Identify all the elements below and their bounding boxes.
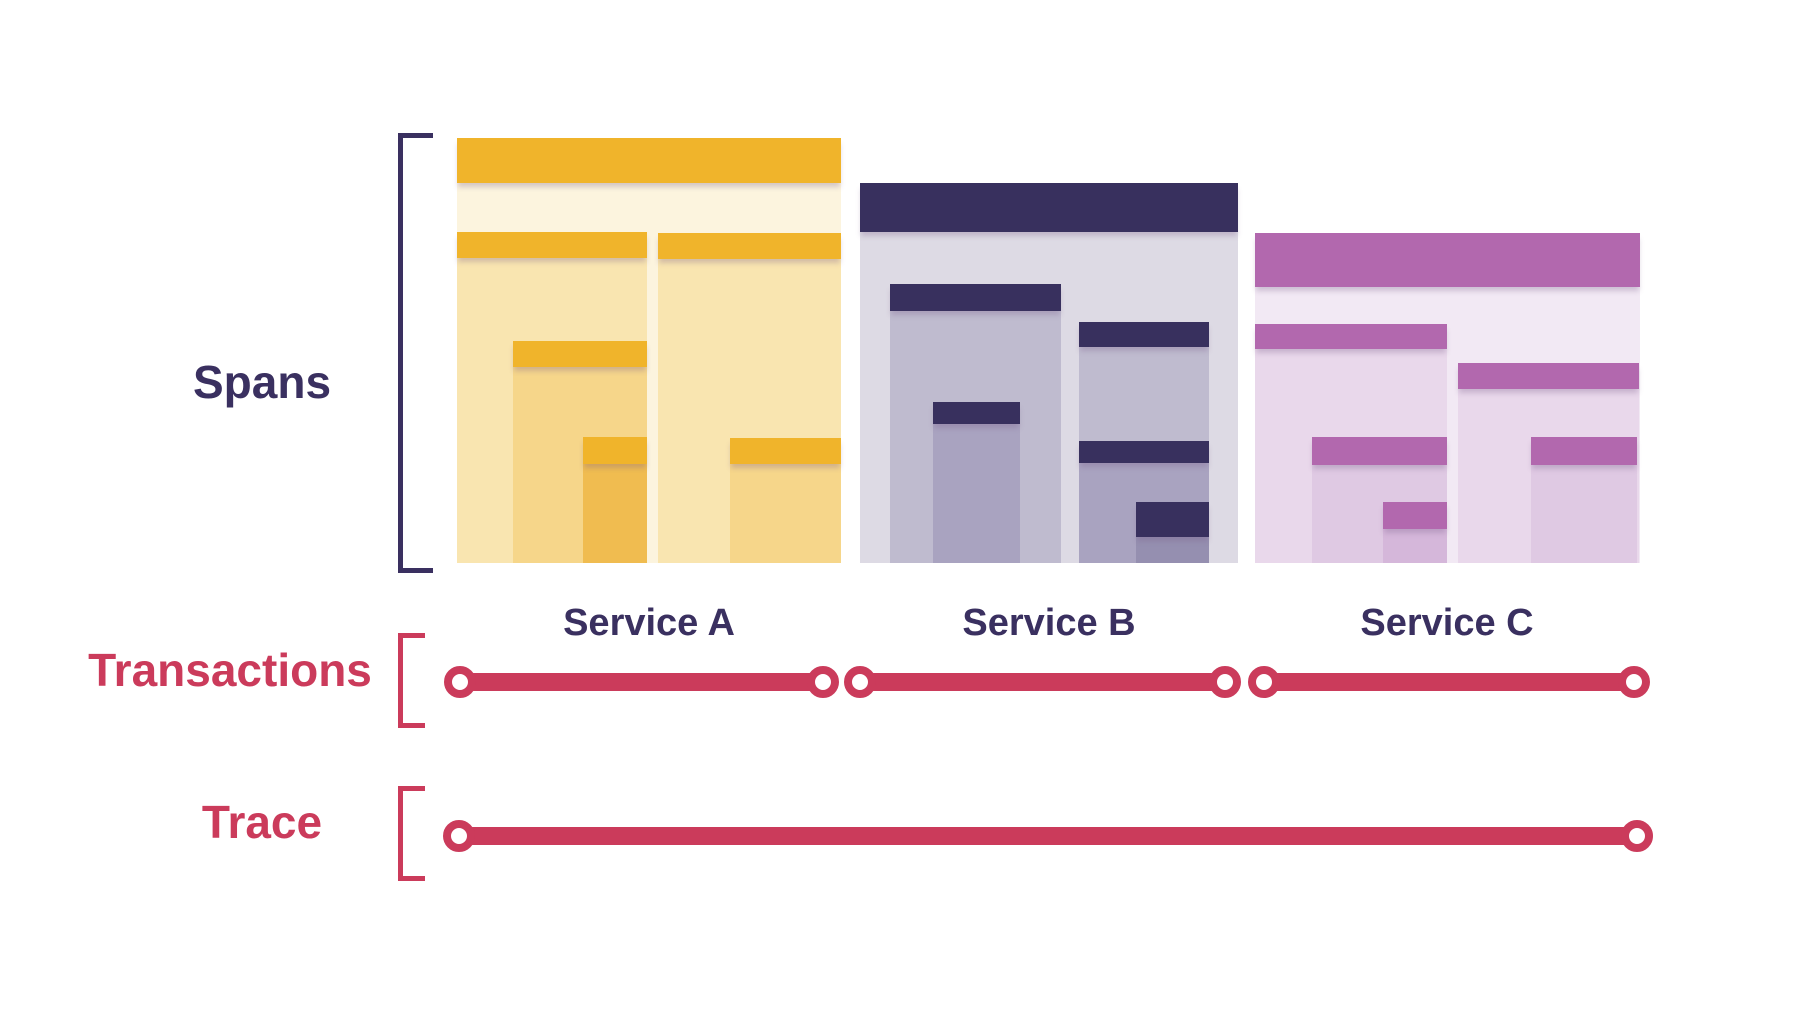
span-bar [1383, 502, 1447, 529]
spans-label: Spans [192, 356, 332, 408]
span-body [1383, 529, 1447, 563]
span-bar [1458, 363, 1639, 389]
span-bar [933, 402, 1020, 424]
span-bar [513, 341, 647, 367]
trace-label: Trace [201, 796, 323, 848]
transaction-3-endpoint-circle [1618, 666, 1650, 698]
service-a-label: Service A [563, 602, 735, 644]
transactions-label: Transactions [88, 644, 372, 696]
transaction-1-endpoint-circle [444, 666, 476, 698]
span-body [583, 464, 647, 563]
transaction-2-endpoint-circle [844, 666, 876, 698]
transaction-2-line [860, 673, 1225, 691]
trace-bracket [398, 786, 425, 881]
service-c-label: Service C [1360, 602, 1534, 644]
span-body [730, 464, 841, 563]
span-bar [1079, 322, 1209, 347]
spans-bracket [398, 133, 433, 573]
span-bar [457, 232, 647, 258]
span-bar [730, 438, 841, 464]
span-body [933, 424, 1020, 563]
span-bar [583, 437, 647, 464]
span-bar [1136, 502, 1209, 537]
transaction-1-line [460, 673, 823, 691]
span-bar [890, 284, 1061, 311]
span-body [1136, 537, 1209, 563]
trace-endpoint-circle [443, 820, 475, 852]
transaction-1-endpoint-circle [807, 666, 839, 698]
span-body [1531, 465, 1637, 563]
span-bar [1255, 324, 1447, 349]
service-b-label: Service B [962, 602, 1136, 644]
trace-endpoint-circle [1621, 820, 1653, 852]
span-bar [1079, 441, 1209, 463]
transaction-2-endpoint-circle [1209, 666, 1241, 698]
span-bar [658, 233, 841, 259]
span-bar [1255, 233, 1640, 287]
span-bar [457, 138, 841, 183]
transactions-bracket [398, 633, 425, 728]
trace-line [459, 827, 1637, 845]
transaction-3-endpoint-circle [1248, 666, 1280, 698]
transaction-3-line [1264, 673, 1634, 691]
span-bar [1312, 437, 1447, 465]
span-bar [860, 183, 1238, 232]
span-bar [1531, 437, 1637, 465]
